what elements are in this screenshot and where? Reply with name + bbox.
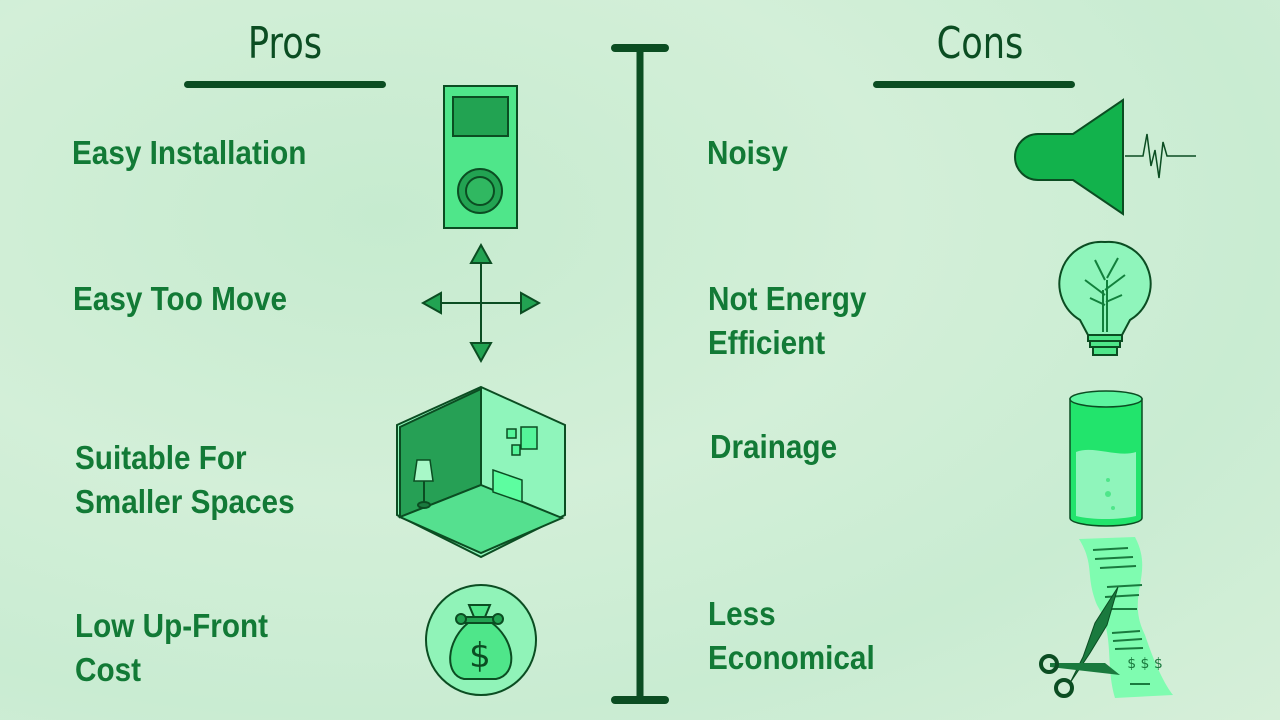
lightbulb-icon (1058, 240, 1152, 356)
label-line: Less (708, 595, 776, 632)
money-bag-icon: $ (425, 584, 537, 696)
con-drainage: Drainage (710, 428, 838, 465)
label-line: Low Up-Front (75, 607, 268, 644)
receipt-text: $ $ $ (1127, 656, 1163, 672)
cons-underline (873, 81, 1075, 88)
label-line: Suitable For (75, 439, 247, 476)
cons-title: Cons (936, 18, 1024, 69)
pro-easy-installation: Easy Installation (72, 134, 307, 171)
con-noisy: Noisy (707, 134, 788, 171)
room-icon (396, 385, 566, 559)
label-line: Cost (75, 651, 142, 688)
label-line: Smaller Spaces (75, 483, 295, 520)
divider-line (611, 44, 669, 704)
pro-easy-to-move: Easy Too Move (73, 280, 288, 317)
label-line: Economical (708, 639, 875, 676)
portable-ac-icon (443, 85, 518, 229)
pros-title: Pros (247, 18, 323, 69)
label-line: Not Energy (708, 280, 867, 317)
speaker-icon (1014, 98, 1196, 216)
pros-underline (184, 81, 386, 88)
label-line: Efficient (708, 324, 826, 361)
move-arrows-icon (420, 242, 542, 364)
dollar-sign: $ (469, 636, 491, 676)
water-tank-icon (1069, 390, 1143, 527)
receipt-scissors-icon: $ $ $ (1039, 537, 1173, 698)
